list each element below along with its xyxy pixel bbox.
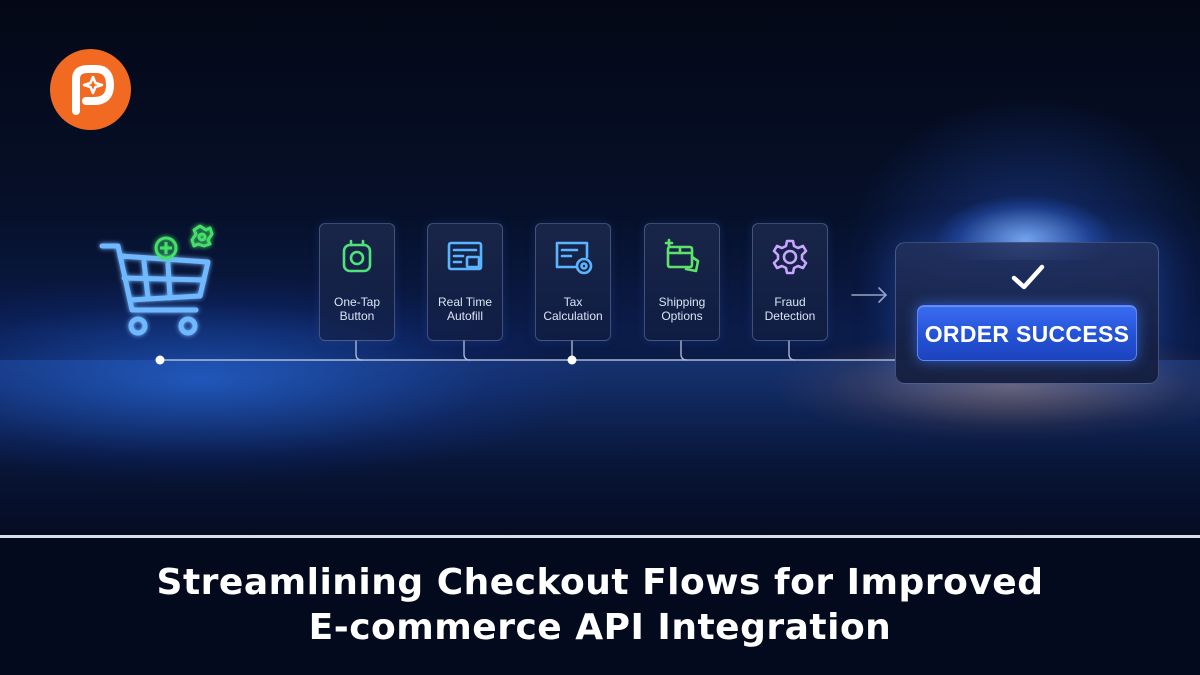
hero-glow-floor <box>0 360 1200 535</box>
gear-badge-icon <box>190 224 214 248</box>
step-label: Real Time Autofill <box>437 295 493 323</box>
step-label: One-Tap Button <box>333 295 381 323</box>
shipping-box-icon <box>664 238 700 273</box>
tax-document-icon <box>555 241 593 275</box>
step-card-fraud-detection[interactable]: Fraud Detection <box>752 223 828 341</box>
shopping-cart-icon <box>96 222 226 342</box>
title-bar <box>0 538 1200 675</box>
step-label: Shipping Options <box>658 295 706 323</box>
step-card-tax-calculation[interactable]: Tax Calculation <box>535 223 611 341</box>
title-line-2: E-commerce API Integration <box>308 607 892 648</box>
step-label: Tax Calculation <box>543 295 603 323</box>
step-card-real-time-autofill[interactable]: Real Time Autofill <box>427 223 503 341</box>
success-light-burst <box>900 130 1150 260</box>
order-success-button[interactable]: ORDER SUCCESS <box>917 305 1137 361</box>
form-autofill-icon <box>447 241 483 271</box>
step-card-one-tap[interactable]: One-Tap Button <box>319 223 395 341</box>
step-label: Fraud Detection <box>764 295 816 323</box>
title-line-1: Streamlining Checkout Flows for Improved <box>156 562 1044 603</box>
brand-logo-icon[interactable] <box>50 49 131 130</box>
checkmark-icon <box>1011 264 1045 290</box>
step-card-shipping-options[interactable]: Shipping Options <box>644 223 720 341</box>
arrow-right-icon <box>851 287 888 303</box>
tap-button-icon <box>342 239 372 273</box>
divider <box>0 535 1200 538</box>
plus-coin-icon <box>154 236 178 260</box>
flow-connector-lines <box>155 340 895 365</box>
page-title: Streamlining Checkout Flows for Improved… <box>0 560 1200 650</box>
fraud-shield-gear-icon <box>772 239 808 275</box>
